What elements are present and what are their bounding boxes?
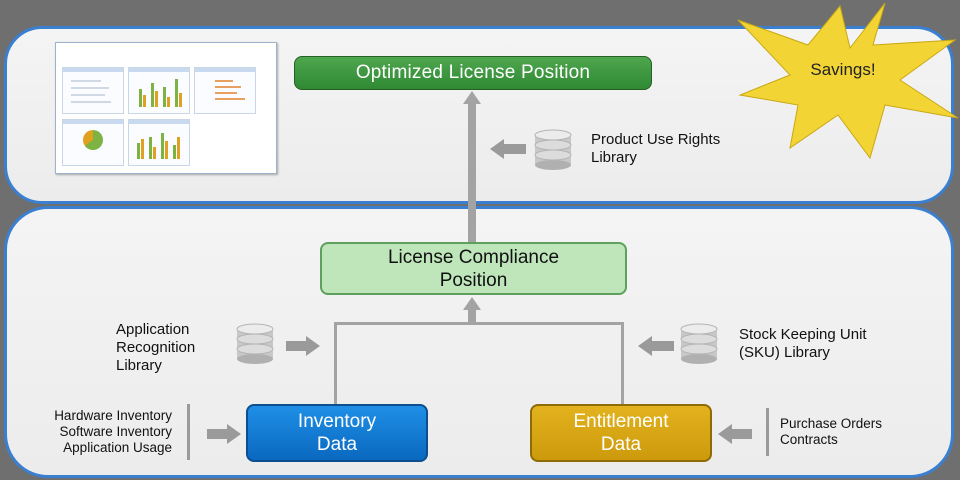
optimized-license-position-box: Optimized License Position (294, 56, 652, 90)
sku-line-2: (SKU) Library (739, 344, 830, 361)
arrow-left-icon (638, 336, 674, 356)
branch-connector (334, 297, 624, 406)
database-icon (236, 323, 274, 364)
arrow-right-icon (207, 424, 241, 444)
arl-line-1: Application (116, 321, 190, 338)
application-usage-label: Application Usage (63, 440, 172, 455)
database-icon (680, 323, 718, 364)
optimized-license-position-label: Optimized License Position (355, 62, 591, 83)
inventory-sources-divider (187, 404, 190, 460)
arl-line-2: Recognition (116, 339, 196, 356)
inventory-label-line-2: Data (316, 434, 358, 455)
arrow-up-icon (463, 91, 481, 242)
database-icon (534, 129, 572, 170)
hardware-inventory-label: Hardware Inventory (54, 408, 172, 423)
inventory-sources-label: Hardware Inventory Software Inventory Ap… (20, 408, 172, 456)
starburst-icon (737, 2, 959, 160)
entitlement-label-line-2: Data (600, 434, 642, 455)
entitlement-data-box: Entitlement Data (530, 404, 712, 462)
entitlement-sources-label: Purchase Orders Contracts (780, 416, 882, 448)
sku-line-1: Stock Keeping Unit (739, 326, 867, 343)
dashboard-panel (62, 67, 124, 114)
product-use-rights-library-label: Product Use Rights Library (591, 131, 720, 167)
entitlement-sources-divider (766, 408, 769, 456)
dashboard-pie-chart (62, 119, 124, 166)
arl-line-3: Library (116, 357, 162, 374)
license-compliance-position-box: License Compliance Position (320, 242, 627, 295)
compliance-label-line-1: License Compliance (387, 246, 560, 268)
dashboard-bar-chart (194, 67, 256, 114)
pur-line-2: Library (591, 149, 637, 166)
pur-line-1: Product Use Rights (591, 131, 721, 148)
compliance-dashboard-thumbnail (55, 42, 277, 174)
sku-library-label: Stock Keeping Unit (SKU) Library (739, 326, 867, 362)
dashboard-bar-chart (128, 119, 190, 166)
dashboard-bar-chart (128, 67, 190, 114)
arrow-left-icon (718, 424, 752, 444)
compliance-label-line-2: Position (439, 269, 508, 291)
inventory-label-line-1: Inventory (297, 411, 377, 432)
software-inventory-label: Software Inventory (59, 424, 172, 439)
arrow-right-icon (286, 336, 320, 356)
inventory-data-box: Inventory Data (246, 404, 428, 462)
application-recognition-library-label: Application Recognition Library (116, 321, 195, 375)
arrow-left-icon (490, 139, 526, 159)
contracts-label: Contracts (780, 432, 838, 447)
purchase-orders-label: Purchase Orders (780, 416, 883, 431)
entitlement-label-line-1: Entitlement (573, 411, 669, 432)
savings-label: Savings! (810, 60, 876, 79)
